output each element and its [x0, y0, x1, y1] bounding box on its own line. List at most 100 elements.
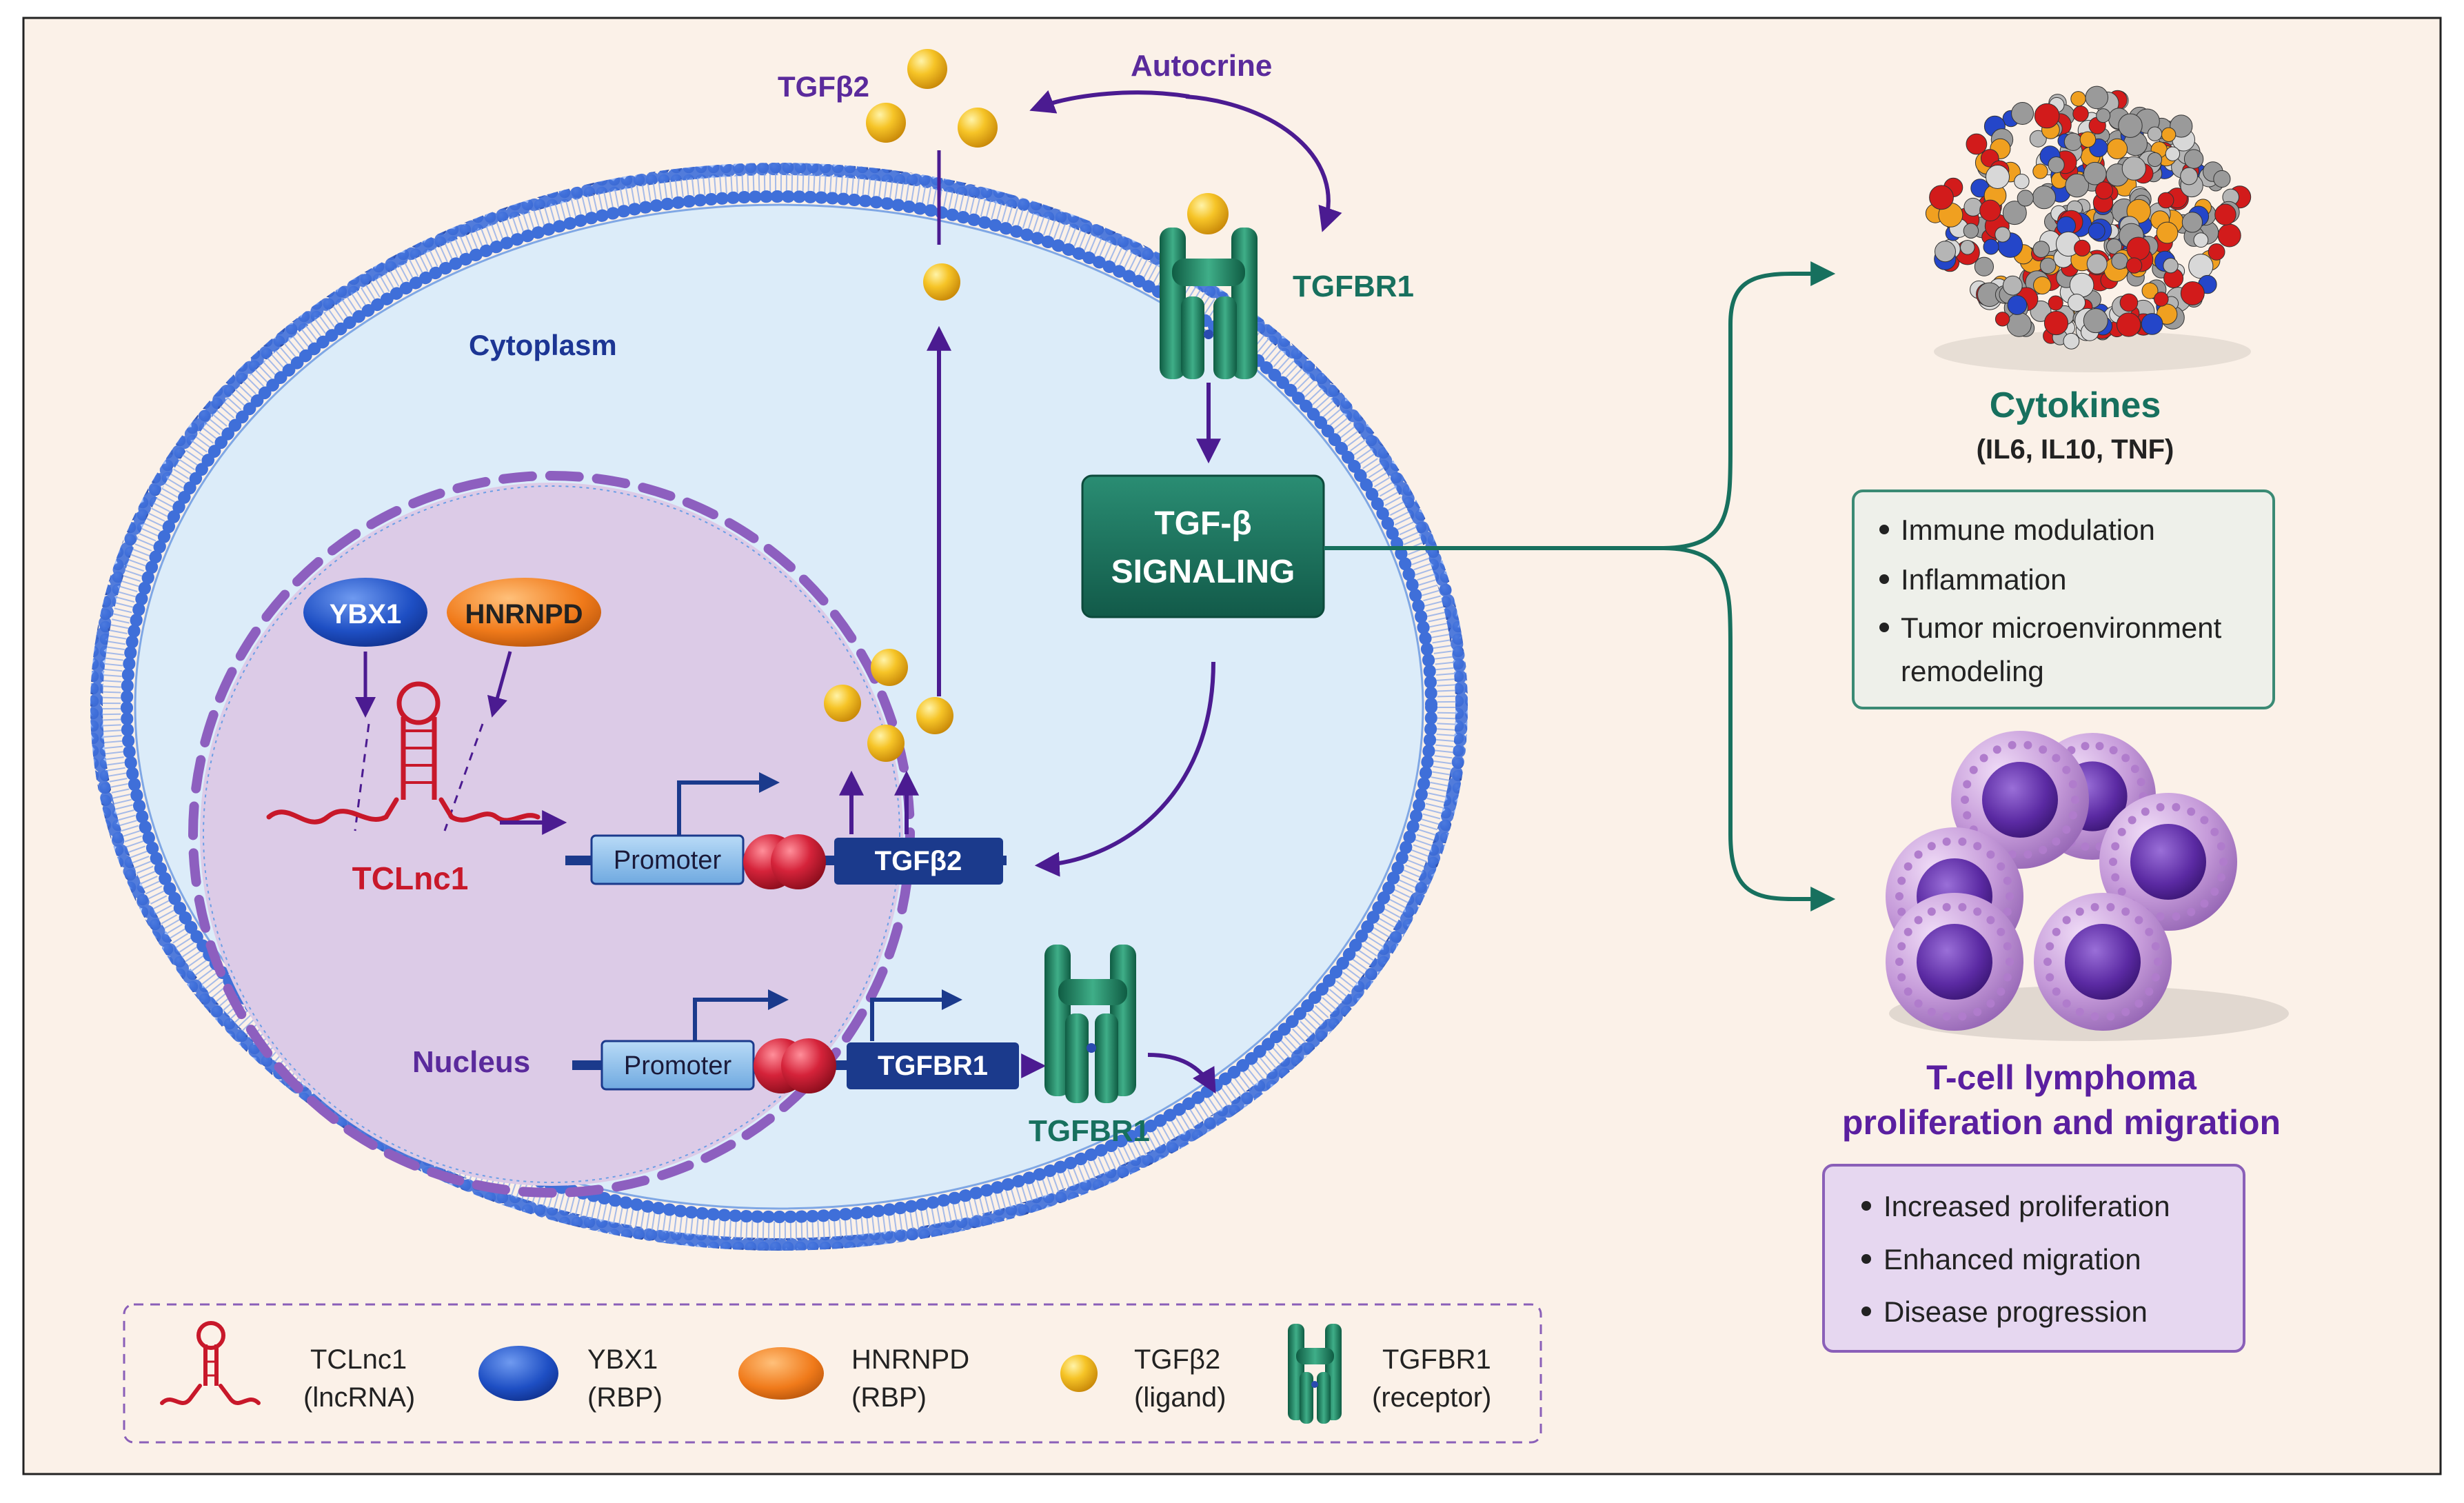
blue-oval-icon — [478, 1346, 558, 1401]
ybx1-label: YBX1 — [330, 599, 402, 629]
tcell-surface-bump — [2156, 912, 2165, 921]
tcell-surface-bump — [1997, 927, 2006, 936]
signaling-to-gene-arrow — [1034, 661, 1215, 877]
tcell-surface-bump — [2068, 780, 2077, 789]
molecule-atom — [2065, 173, 2089, 198]
bound-factor-icon — [771, 834, 826, 889]
molecule-atom — [2069, 272, 2094, 298]
tcell-surface-bump — [2137, 778, 2145, 787]
molecule-atom — [2088, 222, 2105, 240]
trafficking-arrow — [1147, 1053, 1216, 1094]
tgfb2-top-label: TGFβ2 — [778, 70, 869, 103]
promoter-box — [590, 834, 745, 885]
tcell-surface-bump — [2023, 740, 2032, 749]
molecule-atom — [2032, 163, 2048, 179]
molecule-atom — [2125, 257, 2143, 274]
molecule-atom — [2165, 146, 2181, 161]
tcell-surface-bump — [1942, 837, 1951, 846]
promoter1-label: Promoter — [614, 846, 722, 875]
tcell-surface-bump — [2111, 842, 2120, 851]
tcell-surface-bump — [2210, 887, 2219, 896]
tcell-surface-bump — [1997, 862, 2006, 871]
molecule-atom — [2154, 292, 2169, 307]
tcell-surface-bump — [1969, 765, 1978, 774]
legend-desc: (receptor) — [1372, 1382, 1491, 1413]
molecule-atom — [2006, 312, 2032, 337]
molecule-atom — [2043, 310, 2069, 336]
bound-factor-icon — [781, 1038, 836, 1093]
molecule-atom — [2086, 253, 2108, 274]
tcell-surface-bump — [2046, 973, 2054, 982]
membrane-tgfbr1: TGFBR1 — [1160, 193, 1414, 379]
ybx1-protein-icon — [303, 578, 427, 647]
tcell-surface-bump — [2003, 876, 2012, 885]
molecule-atom — [1983, 239, 1999, 255]
tcell-effect: Increased proliferation — [1884, 1190, 2170, 1222]
tcell-surface-bump — [2075, 1007, 2084, 1016]
cytokines-effects-box: Immune modulation Inflammation Tumor mic… — [1852, 490, 2275, 709]
tgfb2-ligand-icon — [871, 649, 908, 686]
cytokines-title: Cytokines — [1990, 385, 2161, 425]
molecule-atom — [2208, 243, 2225, 261]
autocrine-arrow — [1185, 94, 1342, 232]
tcell-surface-bump — [2200, 899, 2209, 908]
molecule-atom — [2096, 108, 2111, 123]
tgfb2-ligand-icon — [824, 685, 861, 722]
molecule-atom — [2188, 254, 2214, 279]
molecule-atom — [2157, 192, 2174, 209]
tcell-nucleus — [1982, 762, 2058, 838]
tcell-surface-bump — [2003, 907, 2012, 916]
molecule-atom — [2048, 295, 2063, 311]
tgfb2-ligand-icon — [916, 697, 953, 734]
tcell-surface-bump — [2106, 1012, 2115, 1021]
molecule-atom — [2119, 293, 2139, 312]
cytokine-effect: Inflammation — [1901, 563, 2066, 596]
tcell-surface-bump — [1895, 892, 1903, 900]
tcell-surface-bump — [2172, 912, 2181, 921]
autocrine-return-arrow — [1029, 90, 1190, 114]
tcell-surface-bump — [2200, 816, 2209, 825]
molecule-atom — [2126, 236, 2150, 261]
tgfb2-gene: Promoter TGFβ2 — [565, 649, 1007, 889]
legend-name: YBX1 — [587, 1344, 658, 1375]
tcell-surface-bump — [1895, 958, 1903, 966]
tcell-surface-bump — [1997, 987, 2006, 996]
tcell-surface-bump — [1961, 796, 1969, 804]
molecule-atom — [2170, 114, 2193, 138]
molecule-atom — [2141, 313, 2163, 335]
gene1-label: TGFβ2 — [875, 846, 962, 876]
molecule-atom — [2147, 152, 2163, 168]
tcell-surface-bump — [2090, 902, 2099, 911]
molecule-atom — [2083, 308, 2108, 334]
tcell-surface-bump — [2039, 745, 2048, 754]
tcell-surface-bump — [2062, 916, 2071, 925]
tcell-surface-bump — [2117, 827, 2126, 836]
molecule-atom — [2079, 131, 2097, 148]
molecule-atom — [1995, 226, 2011, 243]
molecule-atom — [2083, 161, 2107, 185]
tcell-surface-bump — [2111, 873, 2120, 882]
molecule-atom — [2106, 238, 2122, 254]
tcell-surface-bump — [2187, 907, 2196, 916]
tcell-surface-bump — [2216, 842, 2225, 851]
tcell-surface-bump — [2052, 987, 2061, 996]
tcell-surface-bump — [1914, 850, 1923, 859]
molecule-atom — [2118, 113, 2143, 138]
tgfbr1-membrane-label: TGFBR1 — [1293, 270, 1414, 303]
tcell-surface-bump — [2156, 803, 2165, 811]
tgfb2-ligand-icon — [958, 108, 998, 148]
tgfb-signaling-box: TGF-β SIGNALING — [1081, 474, 1325, 618]
tgfb2-ligand-icon — [907, 49, 947, 89]
tcell-title-line2: proliferation and migration — [1842, 1103, 2281, 1142]
molecule-atom — [2161, 127, 2177, 143]
signaling-line1: TGF-β — [1154, 505, 1251, 542]
molecule-atom — [1995, 312, 2010, 327]
molecule-atom — [2034, 103, 2060, 129]
tcell-surface-bump — [2052, 837, 2061, 846]
molecule-atom — [2180, 167, 2199, 185]
receptor-icon — [1160, 228, 1258, 379]
molecule-atom — [2213, 170, 2231, 188]
tcell-surface-bump — [2062, 825, 2071, 834]
tcell-surface-bump — [2090, 1012, 2099, 1021]
